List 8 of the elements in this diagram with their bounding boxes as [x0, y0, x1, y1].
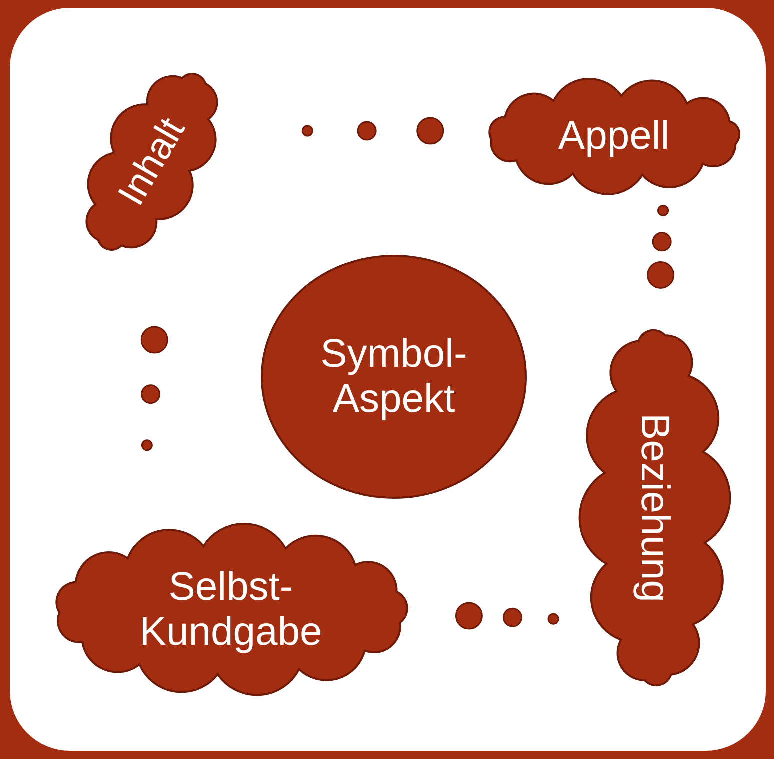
node-label: Beziehung: [632, 413, 678, 603]
dot-chain: [140, 326, 168, 452]
dot-chain: [302, 117, 444, 145]
node-label: Selbst- Kundgabe: [138, 565, 324, 655]
dot-chain: [455, 602, 560, 630]
node-label: Symbol- Aspekt: [320, 332, 468, 422]
node-label: Appell: [558, 114, 670, 158]
dot-chain: [647, 204, 675, 289]
